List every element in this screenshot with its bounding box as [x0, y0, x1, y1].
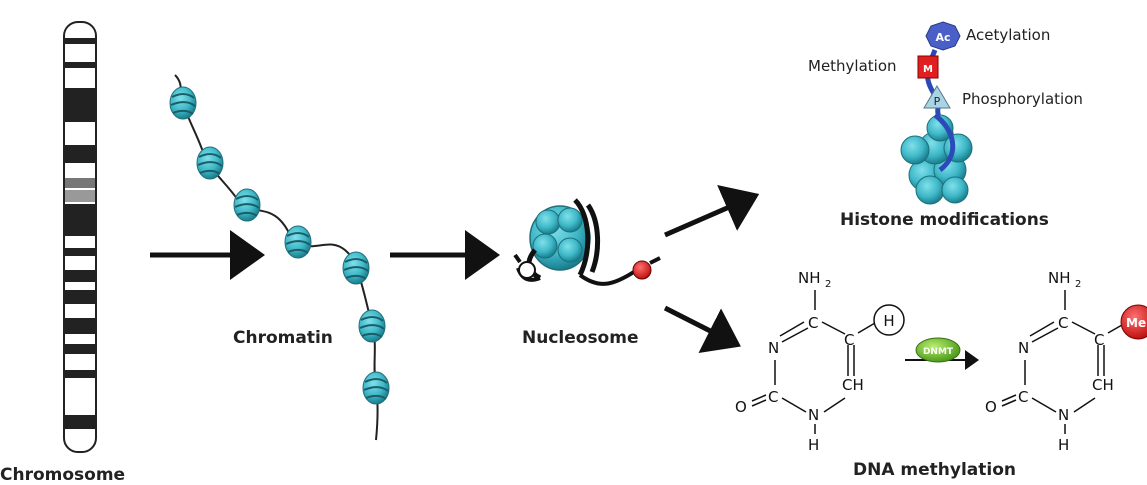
phosphorylation-label: Phosphorylation: [962, 90, 1083, 108]
acetylation-label: Acetylation: [966, 26, 1050, 44]
nucleosome-label: Nucleosome: [522, 328, 639, 348]
chromosome-graphic: [63, 21, 97, 453]
arrow-to-histone-modifications: [664, 185, 760, 238]
methylcytosine-c5: C: [1094, 331, 1104, 349]
cytosine-n1: N: [808, 406, 819, 424]
dnmt-label: DNMT: [923, 347, 954, 357]
acetylation-icon: Ac: [925, 21, 961, 51]
cytosine-c4: C: [808, 314, 818, 332]
methyl-group-label: Me: [1126, 316, 1146, 330]
chromatin-label: Chromatin: [233, 328, 333, 348]
acetylation-symbol: Ac: [935, 31, 950, 44]
cytosine-nh2-sub: 2: [825, 279, 831, 290]
methylcytosine-o: O: [985, 398, 997, 416]
chromosome-label: Chromosome: [0, 465, 125, 485]
arrow-to-dna-methylation: [663, 305, 741, 353]
methylcytosine-n3: N: [1018, 339, 1029, 357]
dnmt-enzyme-icon: DNMT: [915, 337, 961, 363]
dna-methylation-label: DNA methylation: [853, 460, 1016, 480]
methylation-symbol: M: [923, 64, 933, 75]
phosphorylation-icon: P: [923, 85, 951, 109]
cytosine-o: O: [735, 398, 747, 416]
methylcytosine-c2: C: [1018, 388, 1028, 406]
methylcytosine-structure: NH 2 C N C O N H CH C: [985, 269, 1123, 454]
cytosine-h1: H: [808, 436, 819, 454]
hydrogen-group-label: H: [883, 312, 894, 330]
cytosine-structure: NH 2 C N C O N H CH C: [735, 269, 876, 454]
hydrogen-group-icon: H: [873, 304, 905, 336]
methylcytosine-c4: C: [1058, 314, 1068, 332]
cytosine-n3: N: [768, 339, 779, 357]
chromatin-graphic: [169, 74, 390, 441]
cytosine-nh2: NH: [798, 269, 821, 287]
histone-modifications-label: Histone modifications: [840, 210, 1049, 230]
methylcytosine-h1: H: [1058, 436, 1069, 454]
methylcytosine-nh2: NH: [1048, 269, 1071, 287]
cytosine-c2: C: [768, 388, 778, 406]
cytosine-ch6: CH: [842, 376, 864, 394]
methylcytosine-ch6: CH: [1092, 376, 1114, 394]
methylcytosine-n1: N: [1058, 406, 1069, 424]
methylation-label: Methylation: [808, 57, 897, 75]
histone-modifications-graphic: [900, 49, 973, 205]
methyl-group-icon: Me: [1120, 304, 1147, 340]
phosphorylation-symbol: P: [934, 95, 941, 108]
nucleosome-graphic: [513, 198, 661, 286]
methylcytosine-nh2-sub: 2: [1075, 279, 1081, 290]
methylation-icon: M: [917, 55, 939, 79]
cytosine-c5: C: [844, 331, 854, 349]
